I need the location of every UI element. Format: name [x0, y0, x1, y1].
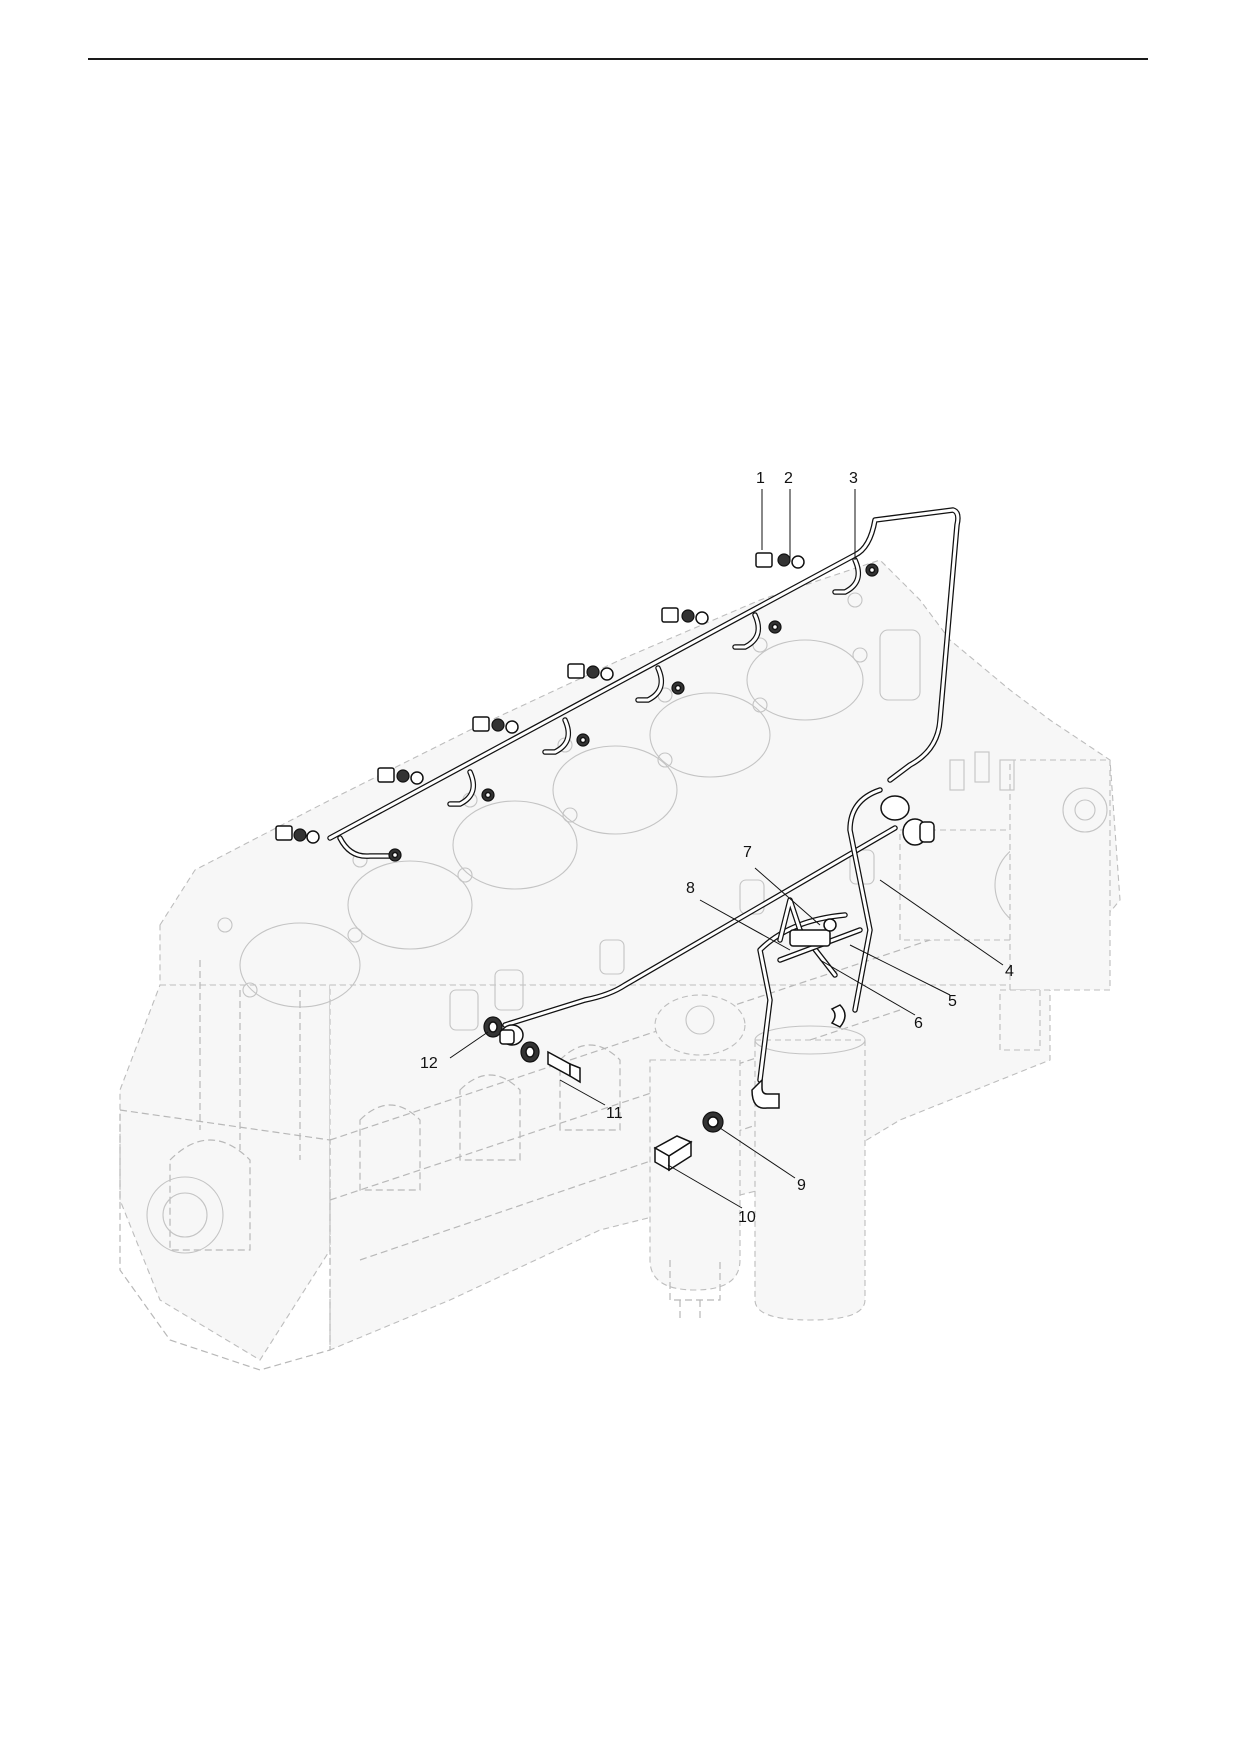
callout-leaders: [449, 489, 1004, 1209]
callout-12: 12: [420, 1055, 438, 1072]
callout-6: 6: [914, 1015, 923, 1032]
callout-8: 8: [686, 880, 695, 897]
callout-9: 9: [797, 1177, 806, 1194]
fitting-11-banjo-bolt-and-washer: [520, 1041, 581, 1084]
header-rule: [88, 58, 1148, 60]
filter-pipe-assembly: [751, 787, 883, 1109]
injector-connection-set-6: [755, 552, 879, 595]
callout-10: 10: [738, 1209, 756, 1226]
callout-1: 1: [756, 470, 765, 487]
injector-connection-set-5: [661, 607, 782, 650]
callout-4: 4: [1005, 963, 1014, 980]
callout-7: 7: [743, 844, 752, 861]
callout-labels: 1 2 3 4 5 6 7 8 9 10 11 12: [420, 470, 1014, 1226]
fitting-12-sealing-washer: [483, 1016, 503, 1038]
callout-11: 11: [606, 1105, 623, 1122]
injector-connection-set-3: [472, 716, 590, 755]
banjo-union: [499, 1024, 524, 1046]
engine-block-ghost: [119, 559, 1121, 1371]
injector-connection-set-4: [567, 663, 685, 703]
injector-connection-set-2: [377, 767, 495, 807]
fitting-9-sealing-washer: [702, 1111, 724, 1133]
fitting-10-banjo-bolt: [653, 1135, 693, 1172]
fuel-return-pipe-rail: [327, 507, 961, 841]
callout-2: 2: [784, 470, 793, 487]
injector-connection-set-1: [275, 825, 402, 862]
callout-3: 3: [849, 470, 858, 487]
callout-5: 5: [948, 993, 957, 1010]
fuel-supply-pipe: [502, 795, 935, 1028]
